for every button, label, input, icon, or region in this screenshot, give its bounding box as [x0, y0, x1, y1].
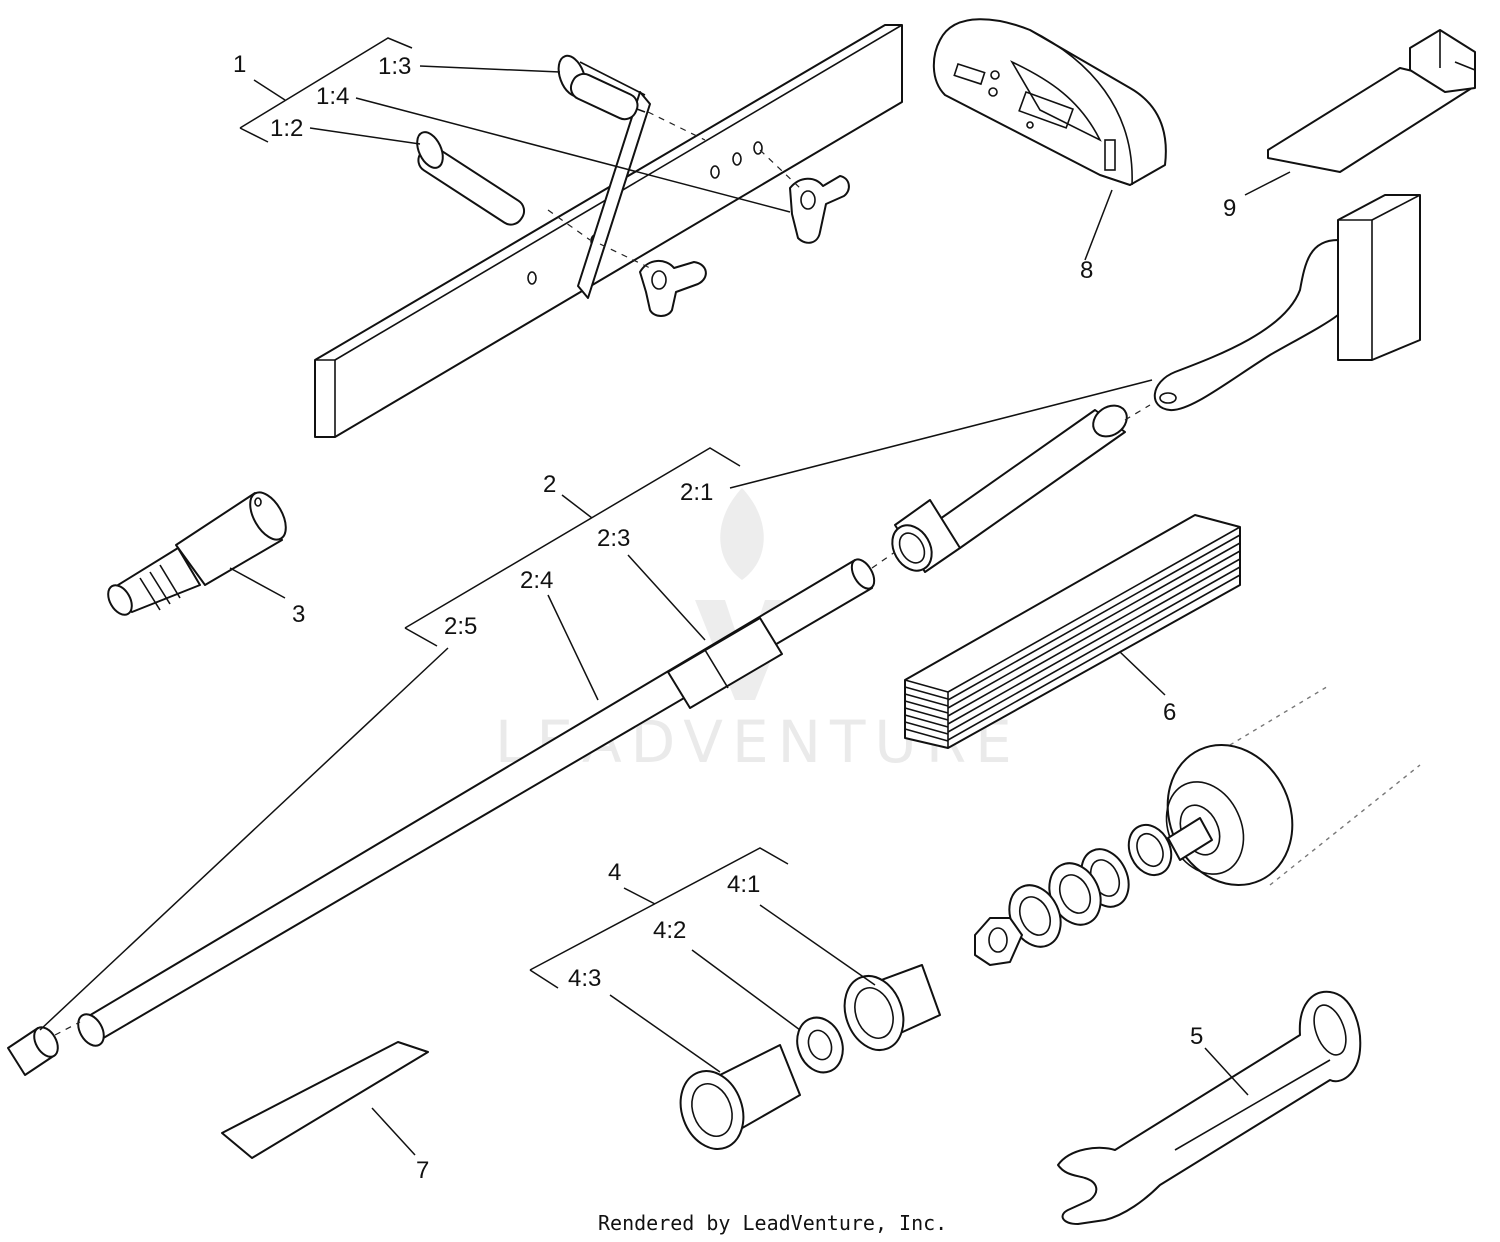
flame-watermark-icon [720, 488, 764, 580]
label-8: 8 [1080, 257, 1093, 284]
label-2: 2 [543, 471, 556, 498]
wing-nut-upper [789, 175, 850, 244]
label-9: 9 [1223, 195, 1236, 222]
wing-nut-lower [639, 260, 707, 317]
render-credit: Rendered by LeadVenture, Inc. [598, 1211, 947, 1235]
brush [1153, 194, 1421, 412]
label-3: 3 [292, 601, 305, 628]
label-1-2: 1:2 [270, 115, 303, 142]
label-1: 1 [233, 51, 246, 78]
label-2-3: 2:3 [597, 525, 630, 552]
part-5-wrench [1057, 990, 1362, 1225]
wheel-hub [974, 684, 1421, 966]
label-7: 7 [416, 1157, 429, 1184]
label-2-1: 2:1 [680, 479, 713, 506]
part-7-decal [221, 1041, 429, 1159]
part-1-bar-assembly [314, 24, 903, 438]
label-2-4: 2:4 [520, 567, 553, 594]
label-2-5: 2:5 [444, 613, 477, 640]
bolt-1-3 [557, 54, 651, 299]
part-3-spline-tool [107, 491, 287, 616]
part-9-plate [1267, 29, 1476, 173]
label-1-4: 1:4 [316, 83, 349, 110]
hex-nut [974, 917, 1023, 966]
part-8-case [932, 18, 1167, 186]
label-5: 5 [1190, 1023, 1203, 1050]
part-2-rod-assembly [7, 404, 1151, 1076]
label-1-3: 1:3 [378, 53, 411, 80]
sleeve-2-3 [667, 617, 783, 709]
label-4-3: 4:3 [568, 965, 601, 992]
part-6-pad-stack [904, 514, 1241, 749]
leader-lines [39, 37, 1291, 1156]
bolt-1-2 [416, 131, 526, 226]
label-6: 6 [1163, 699, 1176, 726]
label-4-2: 4:2 [653, 917, 686, 944]
label-4-1: 4:1 [727, 871, 760, 898]
callout-labels: 1 1:3 1:4 1:2 2 2:1 2:3 2:4 2:5 3 4 4:1 … [233, 51, 1236, 1184]
part-4-bushings [679, 964, 941, 1150]
label-4: 4 [608, 859, 621, 886]
